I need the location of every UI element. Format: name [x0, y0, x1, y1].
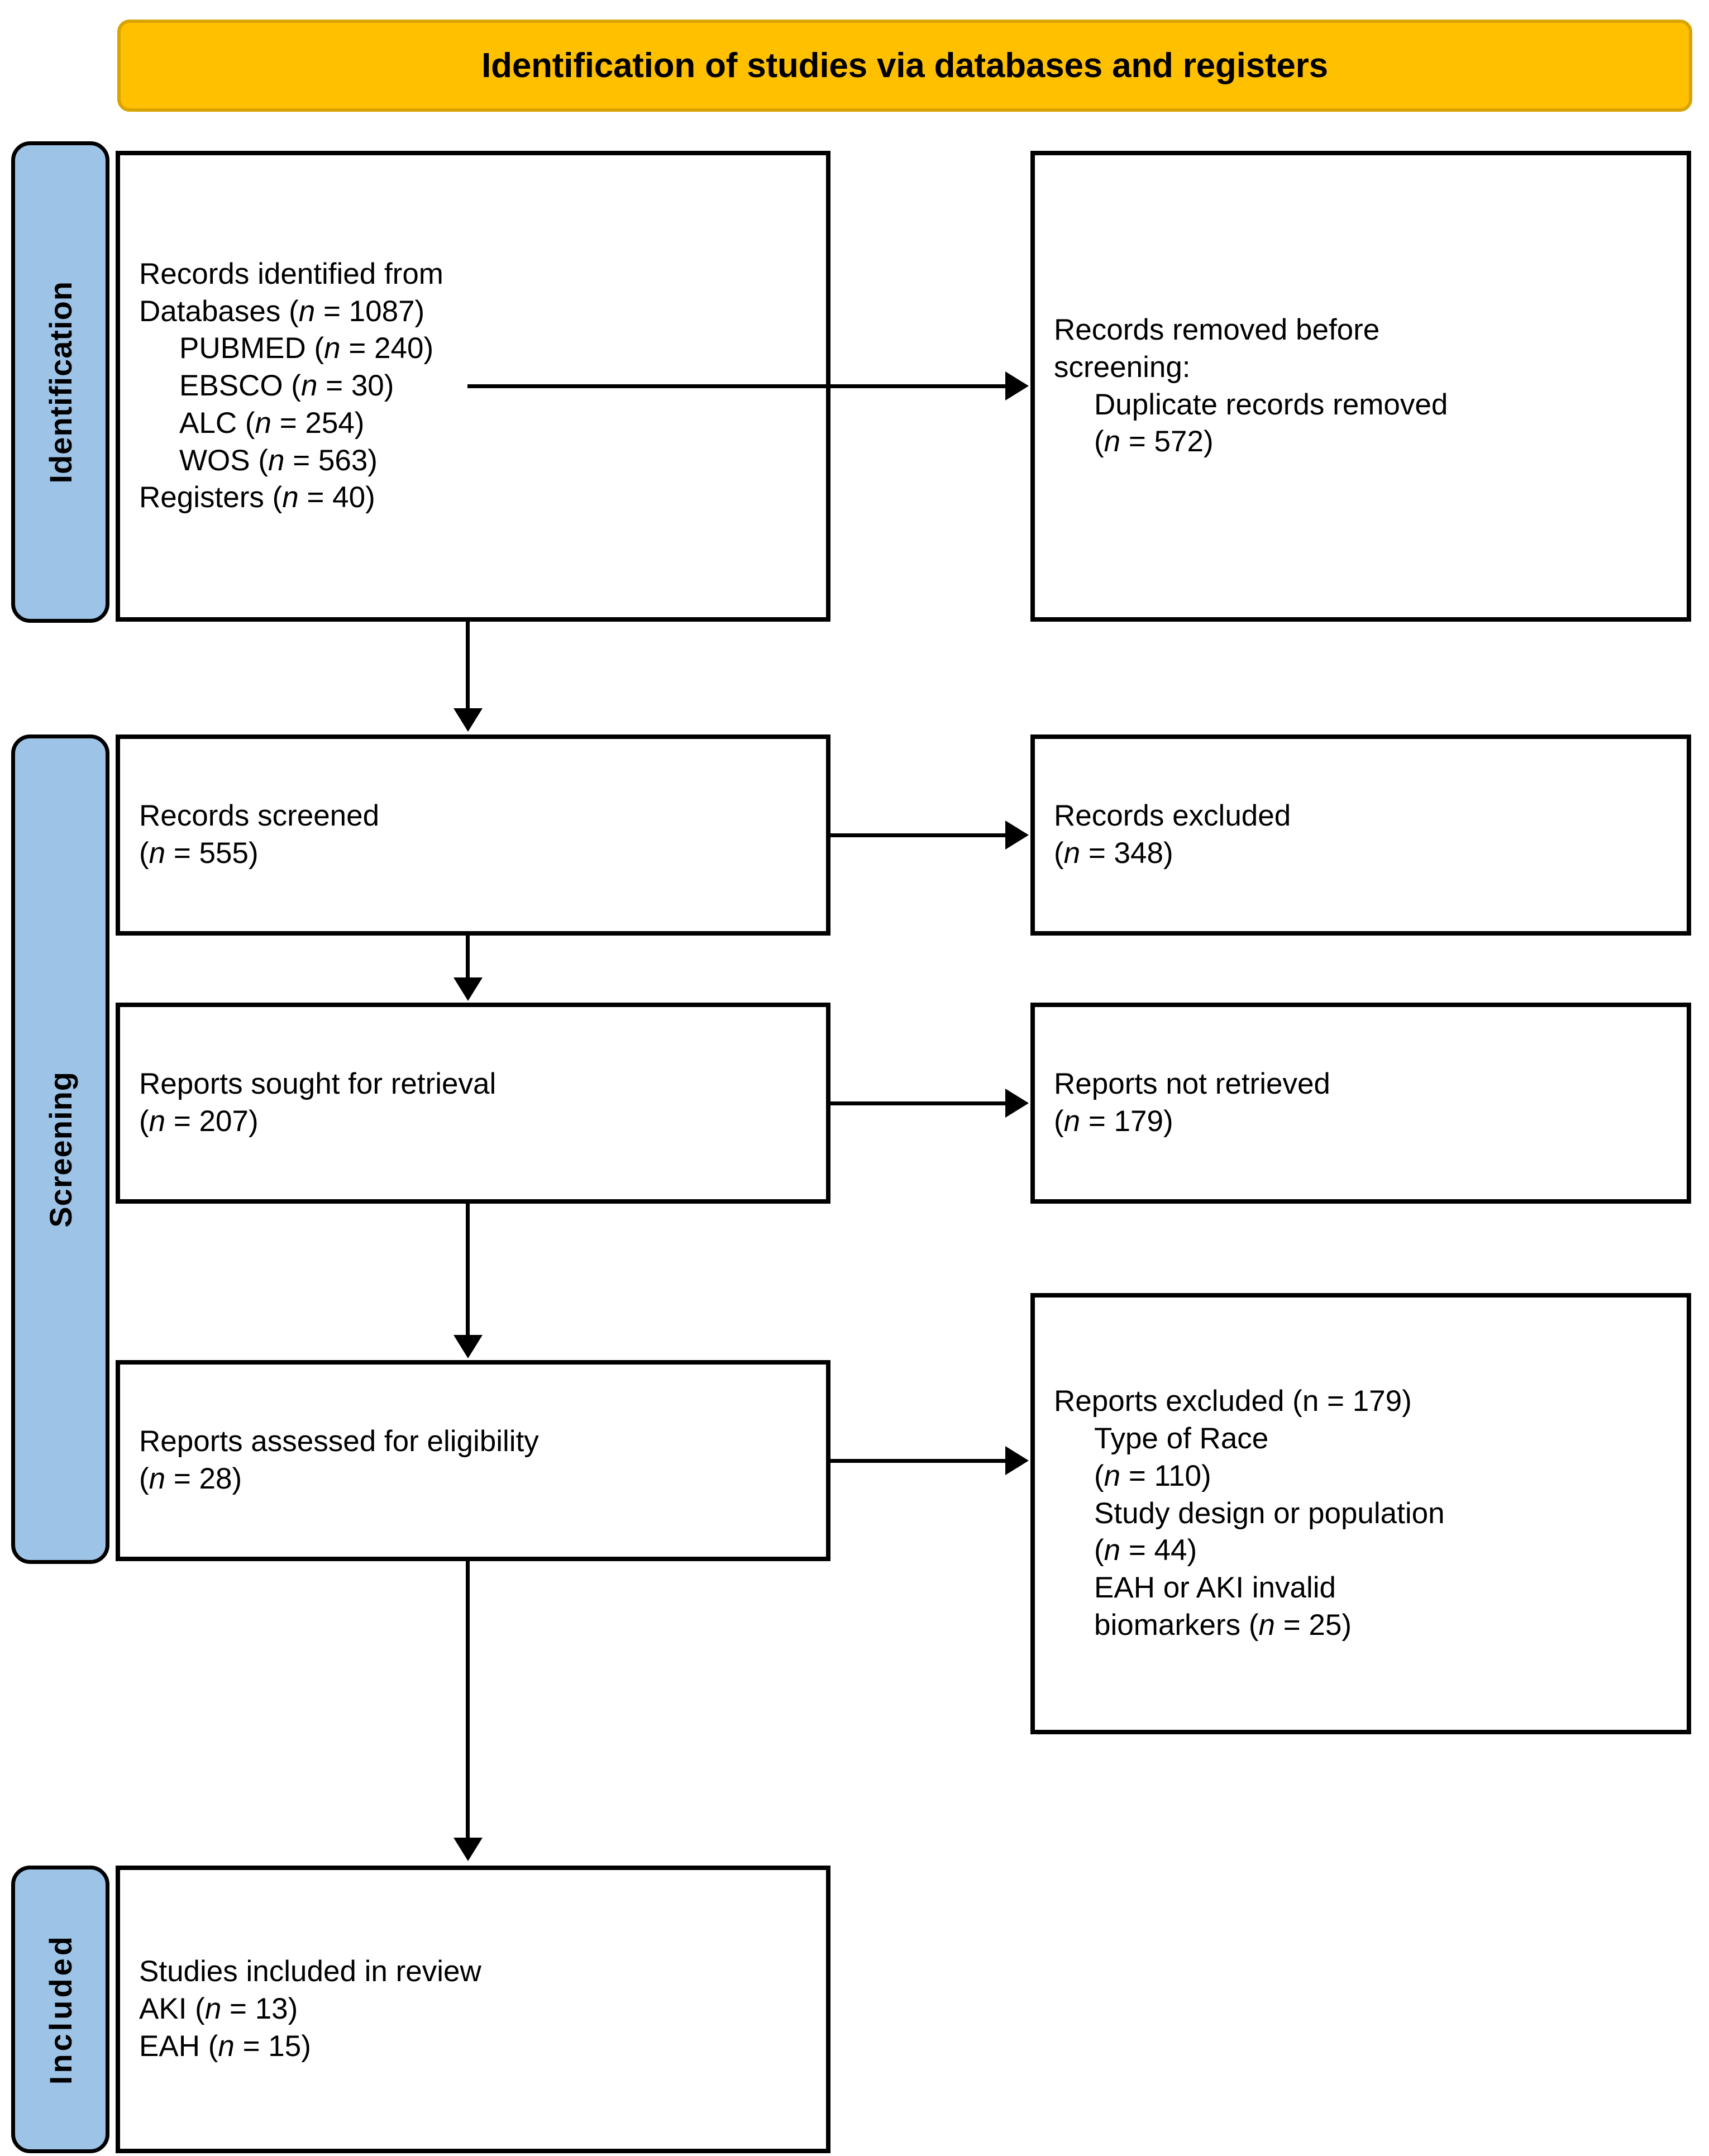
- box-reports-excluded: Reports excluded (n = 179) Type of Race …: [1030, 1293, 1691, 1734]
- box-reports-not-retrieved: Reports not retrieved (n = 179): [1030, 1003, 1691, 1204]
- records-excluded-line-1: Records excluded: [1054, 799, 1291, 833]
- records-identified-line-registers: Registers (n = 40): [139, 481, 375, 514]
- reports-excluded-reason-1: Type of Race: [1094, 1422, 1269, 1456]
- box-records-screened: Records screened (n = 555): [116, 734, 830, 936]
- stage-label-screening: Screening: [11, 734, 109, 1564]
- records-removed-line-3: Duplicate records removed: [1094, 388, 1448, 421]
- arrow-screened-to-excluded: [1005, 821, 1029, 850]
- connector-assessed-to-included: [466, 1561, 470, 1840]
- records-excluded-line-2: (n = 348): [1054, 837, 1173, 870]
- records-identified-line-1: Records identified from: [139, 257, 443, 290]
- arrow-assessed-to-included: [453, 1838, 483, 1861]
- records-identified-line-pubmed: PUBMED (n = 240): [179, 332, 434, 365]
- records-identified-line-wos: WOS (n = 563): [179, 443, 378, 477]
- arrow-sought-to-not-retrieved: [1005, 1089, 1029, 1118]
- records-identified-line-ebsco: EBSCO (n = 30): [179, 369, 394, 403]
- records-screened-line-1: Records screened: [139, 799, 380, 833]
- connector-screened-to-sought: [466, 936, 470, 980]
- arrow-identified-to-screened: [453, 708, 483, 732]
- connector-identified-to-screened: [466, 622, 470, 711]
- box-studies-included: Studies included in review AKI (n = 13) …: [116, 1866, 830, 2153]
- studies-included-line-eah: EAH (n = 15): [139, 2029, 311, 2063]
- reports-assessed-line-1: Reports assessed for eligibility: [139, 1425, 539, 1458]
- connector-assessed-to-excluded: [830, 1459, 1006, 1463]
- reports-sought-line-1: Reports sought for retrieval: [139, 1067, 497, 1101]
- connector-screened-to-excluded: [830, 833, 1006, 837]
- records-identified-line-alc: ALC (n = 254): [179, 406, 365, 440]
- records-screened-line-2: (n = 555): [139, 837, 259, 870]
- arrow-screened-to-sought: [453, 977, 483, 1001]
- reports-excluded-reason-3: EAH or AKI invalid: [1094, 1571, 1336, 1605]
- reports-assessed-line-2: (n = 28): [139, 1462, 242, 1495]
- studies-included-line-1: Studies included in review: [139, 1955, 481, 1988]
- reports-not-retrieved-line-1: Reports not retrieved: [1054, 1067, 1330, 1101]
- records-removed-line-2: screening:: [1054, 350, 1191, 384]
- reports-excluded-reason-3-n: biomarkers (n = 25): [1094, 1608, 1352, 1642]
- box-reports-sought: Reports sought for retrieval (n = 207): [116, 1003, 830, 1204]
- box-records-removed: Records removed before screening: Duplic…: [1030, 151, 1691, 622]
- reports-excluded-line-1: Reports excluded (n = 179): [1054, 1385, 1412, 1418]
- connector-sought-to-assessed: [466, 1204, 470, 1338]
- stage-identification-text: Identification: [42, 280, 78, 484]
- reports-sought-line-2: (n = 207): [139, 1105, 259, 1138]
- stage-label-included: Included: [11, 1866, 109, 2153]
- arrow-sought-to-assessed: [453, 1335, 483, 1358]
- records-removed-line-4: (n = 572): [1094, 425, 1214, 459]
- arrow-identified-to-removed: [1005, 371, 1029, 400]
- arrow-assessed-to-excluded: [1005, 1446, 1029, 1475]
- records-identified-line-2: Databases (n = 1087): [139, 294, 425, 328]
- stage-screening-text: Screening: [42, 1071, 78, 1228]
- box-reports-assessed: Reports assessed for eligibility (n = 28…: [116, 1360, 830, 1561]
- studies-included-line-aki: AKI (n = 13): [139, 1992, 298, 2026]
- stage-included-text: Included: [42, 1934, 78, 2085]
- stage-label-identification: Identification: [11, 141, 109, 623]
- records-removed-line-1: Records removed before: [1054, 313, 1380, 346]
- box-records-excluded: Records excluded (n = 348): [1030, 734, 1691, 936]
- reports-excluded-reason-2: Study design or population: [1094, 1496, 1445, 1530]
- reports-excluded-reason-2-n: (n = 44): [1094, 1534, 1197, 1567]
- connector-sought-to-not-retrieved: [830, 1101, 1006, 1105]
- diagram-banner: Identification of studies via databases …: [117, 20, 1692, 112]
- reports-excluded-reason-1-n: (n = 110): [1094, 1459, 1211, 1492]
- reports-not-retrieved-line-2: (n = 179): [1054, 1105, 1173, 1138]
- connector-identified-to-removed: [467, 384, 1006, 388]
- banner-title: Identification of studies via databases …: [481, 46, 1328, 85]
